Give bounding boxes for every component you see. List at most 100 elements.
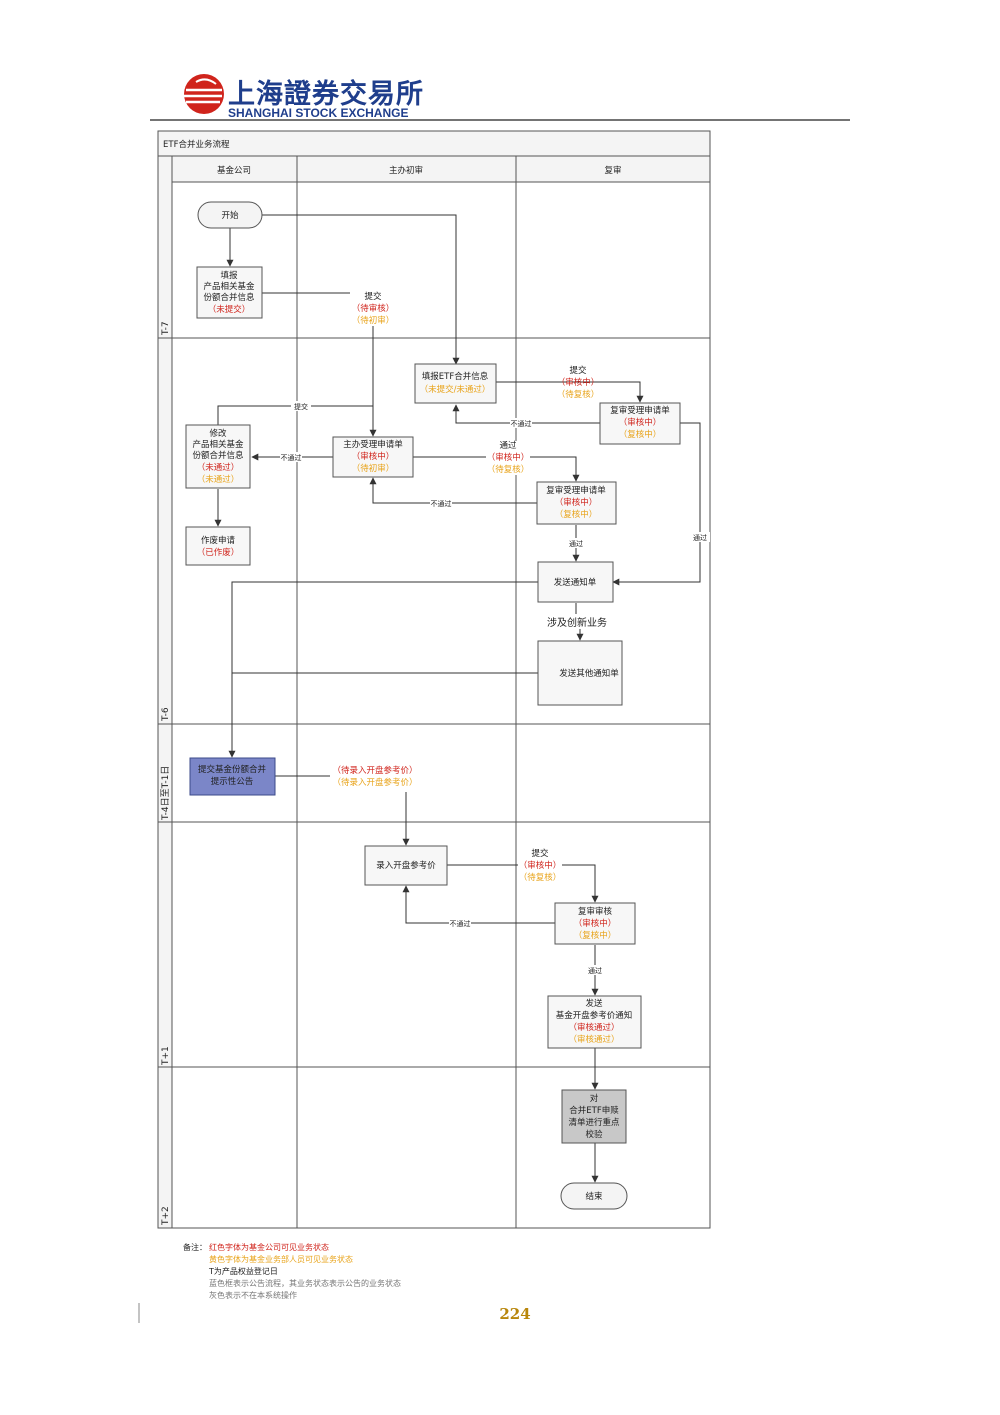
- node-announcement: 提交基金份额合并 提示性公告: [189, 757, 276, 796]
- svg-text:（待录入开盘参考价）: （待录入开盘参考价）: [332, 777, 417, 788]
- node-fill-etf-info: 填报ETF合并信息 （未提交/未通过）: [414, 363, 497, 404]
- node-verify: 对 合并ETF申赎 清单进行重点 校验: [561, 1089, 627, 1144]
- svg-text:（待复核）: （待复核）: [519, 872, 562, 883]
- node-review-accept-2: 复审受理申请单 （审核中） （复核中）: [536, 481, 617, 525]
- svg-text:发送通知单: 发送通知单: [554, 577, 597, 588]
- phase-label-t-7: T-7: [161, 321, 171, 336]
- node-review-audit: 复审审核 （审核中） （复核中）: [554, 902, 636, 945]
- svg-text:（审核中）: （审核中）: [352, 451, 395, 462]
- svg-text:开始: 开始: [221, 210, 239, 221]
- logo-emblem-icon: [184, 74, 224, 114]
- svg-text:复审审核: 复审审核: [578, 906, 613, 917]
- node-end: 结束: [560, 1182, 628, 1210]
- label-innovation: 涉及创新业务: [547, 616, 607, 629]
- svg-text:清单进行重点: 清单进行重点: [568, 1117, 620, 1128]
- label-pass-main: 通过 （审核中） （待复核）: [486, 440, 530, 475]
- column-header-initial-review: 主办初审: [389, 165, 423, 176]
- logo-english-name: SHANGHAI STOCK EXCHANGE: [228, 106, 408, 120]
- svg-text:（审核中）: （审核中）: [555, 497, 598, 508]
- svg-text:合并ETF申赎: 合并ETF申赎: [569, 1105, 619, 1116]
- svg-text:主办受理申请单: 主办受理申请单: [343, 439, 403, 450]
- svg-text:（审核中）: （审核中）: [519, 860, 562, 871]
- footnote-line-2: 黄色字体为基金业务部人员可见业务状态: [209, 1254, 353, 1264]
- svg-text:提交基金份额合并: 提交基金份额合并: [198, 764, 267, 775]
- svg-text:份额合并信息: 份额合并信息: [203, 292, 255, 303]
- column-header-fund-company: 基金公司: [217, 165, 251, 176]
- svg-text:（审核通过）: （审核通过）: [568, 1022, 619, 1033]
- edge-review-reject-to-fill-etf: [452, 404, 600, 424]
- svg-text:（待录入开盘参考价）: （待录入开盘参考价）: [332, 765, 417, 776]
- node-send-price-notice: 发送 基金开盘参考价通知 （审核通过） （审核通过）: [547, 995, 642, 1049]
- svg-text:修改: 修改: [209, 428, 227, 439]
- phase-label-t-4-to-t-1: T-4日至T-1日: [160, 766, 171, 821]
- svg-text:（待初审）: （待初审）: [352, 315, 395, 326]
- label-pending-price: （待录入开盘参考价） （待录入开盘参考价）: [332, 765, 417, 788]
- edge-review-pass-to-send: [612, 422, 701, 586]
- edge-start-to-fill-etf: [262, 214, 460, 365]
- footnote-line-3: T为产品权益登记日: [208, 1266, 278, 1276]
- svg-text:（审核中）: （审核中）: [557, 377, 600, 388]
- svg-text:（待复核）: （待复核）: [557, 389, 600, 400]
- node-fill-report: 填报 产品相关基金 份额合并信息 （未提交）: [196, 266, 263, 319]
- svg-text:复审受理申请单: 复审受理申请单: [546, 485, 606, 496]
- svg-text:（复核中）: （复核中）: [574, 930, 617, 941]
- node-cancel: 作废申请 （已作废）: [185, 526, 251, 566]
- svg-text:（待审核）: （待审核）: [352, 303, 395, 314]
- svg-text:校验: 校验: [585, 1129, 603, 1140]
- svg-text:（未提交/未通过）: （未提交/未通过）: [420, 384, 491, 395]
- label-not-pass-review2: 不通过: [431, 499, 452, 508]
- phase-label-t-6: T-6: [161, 707, 171, 722]
- label-submit-1: 提交 （待审核） （待初审）: [352, 291, 395, 326]
- svg-text:提示性公告: 提示性公告: [211, 776, 254, 787]
- svg-text:录入开盘参考价: 录入开盘参考价: [376, 860, 436, 871]
- svg-text:填报ETF合并信息: 填报ETF合并信息: [422, 371, 489, 382]
- footnote-line-5: 灰色表示不在本系统操作: [209, 1290, 297, 1300]
- svg-text:提交: 提交: [569, 365, 587, 376]
- svg-text:基金开盘参考价通知: 基金开盘参考价通知: [556, 1010, 633, 1021]
- edge-fill-etf-to-review: [496, 381, 644, 403]
- svg-text:产品相关基金: 产品相关基金: [203, 281, 255, 292]
- svg-text:对: 对: [590, 1093, 599, 1104]
- phase-label-t+2: T+2: [161, 1206, 171, 1226]
- svg-text:通过: 通过: [499, 440, 517, 451]
- svg-text:发送: 发送: [585, 998, 603, 1009]
- label-submit-2: 提交 （审核中） （待复核）: [557, 365, 600, 400]
- logo-chinese-name: 上海證券交易所: [228, 78, 424, 110]
- footnote: 备注： 红色字体为基金公司可见业务状态 黄色字体为基金业务部人员可见业务状态 T…: [183, 1242, 401, 1300]
- svg-text:（复核中）: （复核中）: [619, 429, 662, 440]
- svg-text:产品相关基金: 产品相关基金: [192, 439, 244, 450]
- svg-text:（已作废）: （已作废）: [197, 547, 240, 558]
- label-not-pass-main: 不通过: [281, 453, 302, 462]
- svg-text:（未通过）: （未通过）: [197, 462, 240, 473]
- svg-text:（审核中）: （审核中）: [487, 452, 530, 463]
- label-submit-modify: 提交: [294, 402, 308, 411]
- node-start: 开始: [197, 201, 263, 229]
- exchange-logo: 上海證券交易所 SHANGHAI STOCK EXCHANGE: [184, 74, 424, 120]
- svg-text:（审核通过）: （审核通过）: [568, 1034, 619, 1045]
- label-pass-review1: 通过: [693, 533, 707, 542]
- edge-modify-submit: [217, 405, 373, 425]
- svg-text:复审受理申请单: 复审受理申请单: [610, 405, 670, 416]
- svg-text:（待复核）: （待复核）: [487, 464, 530, 475]
- svg-text:作废申请: 作废申请: [201, 535, 236, 546]
- svg-text:（审核中）: （审核中）: [619, 417, 662, 428]
- edge-main-pass-to-review2: [413, 456, 580, 482]
- connectors: [214, 214, 701, 1183]
- svg-text:结束: 结束: [585, 1191, 603, 1202]
- label-submit-3: 提交 （审核中） （待复核）: [518, 847, 562, 883]
- diagram-title: ETF合并业务流程: [163, 139, 230, 150]
- edge-price-to-review-audit: [447, 864, 599, 903]
- edge-send-to-announce: [228, 581, 538, 758]
- svg-text:提交: 提交: [364, 291, 382, 302]
- column-header-second-review: 复审: [604, 165, 621, 176]
- node-modify-info: 修改 产品相关基金 份额合并信息 （未通过） （未通过）: [185, 424, 251, 489]
- node-send-other: 发送其他通知单: [537, 640, 623, 706]
- svg-text:（复核中）: （复核中）: [555, 509, 598, 520]
- footnote-label: 备注：: [183, 1242, 207, 1252]
- svg-text:（审核中）: （审核中）: [574, 918, 617, 929]
- edge-audit-reject-to-price: [402, 885, 555, 924]
- label-pass-audit: 通过: [588, 966, 602, 975]
- footnote-line-1: 红色字体为基金公司可见业务状态: [209, 1242, 329, 1252]
- footnote-line-4: 蓝色框表示公告流程，其业务状态表示公告的业务状态: [209, 1278, 401, 1288]
- label-not-pass-audit: 不通过: [450, 919, 471, 928]
